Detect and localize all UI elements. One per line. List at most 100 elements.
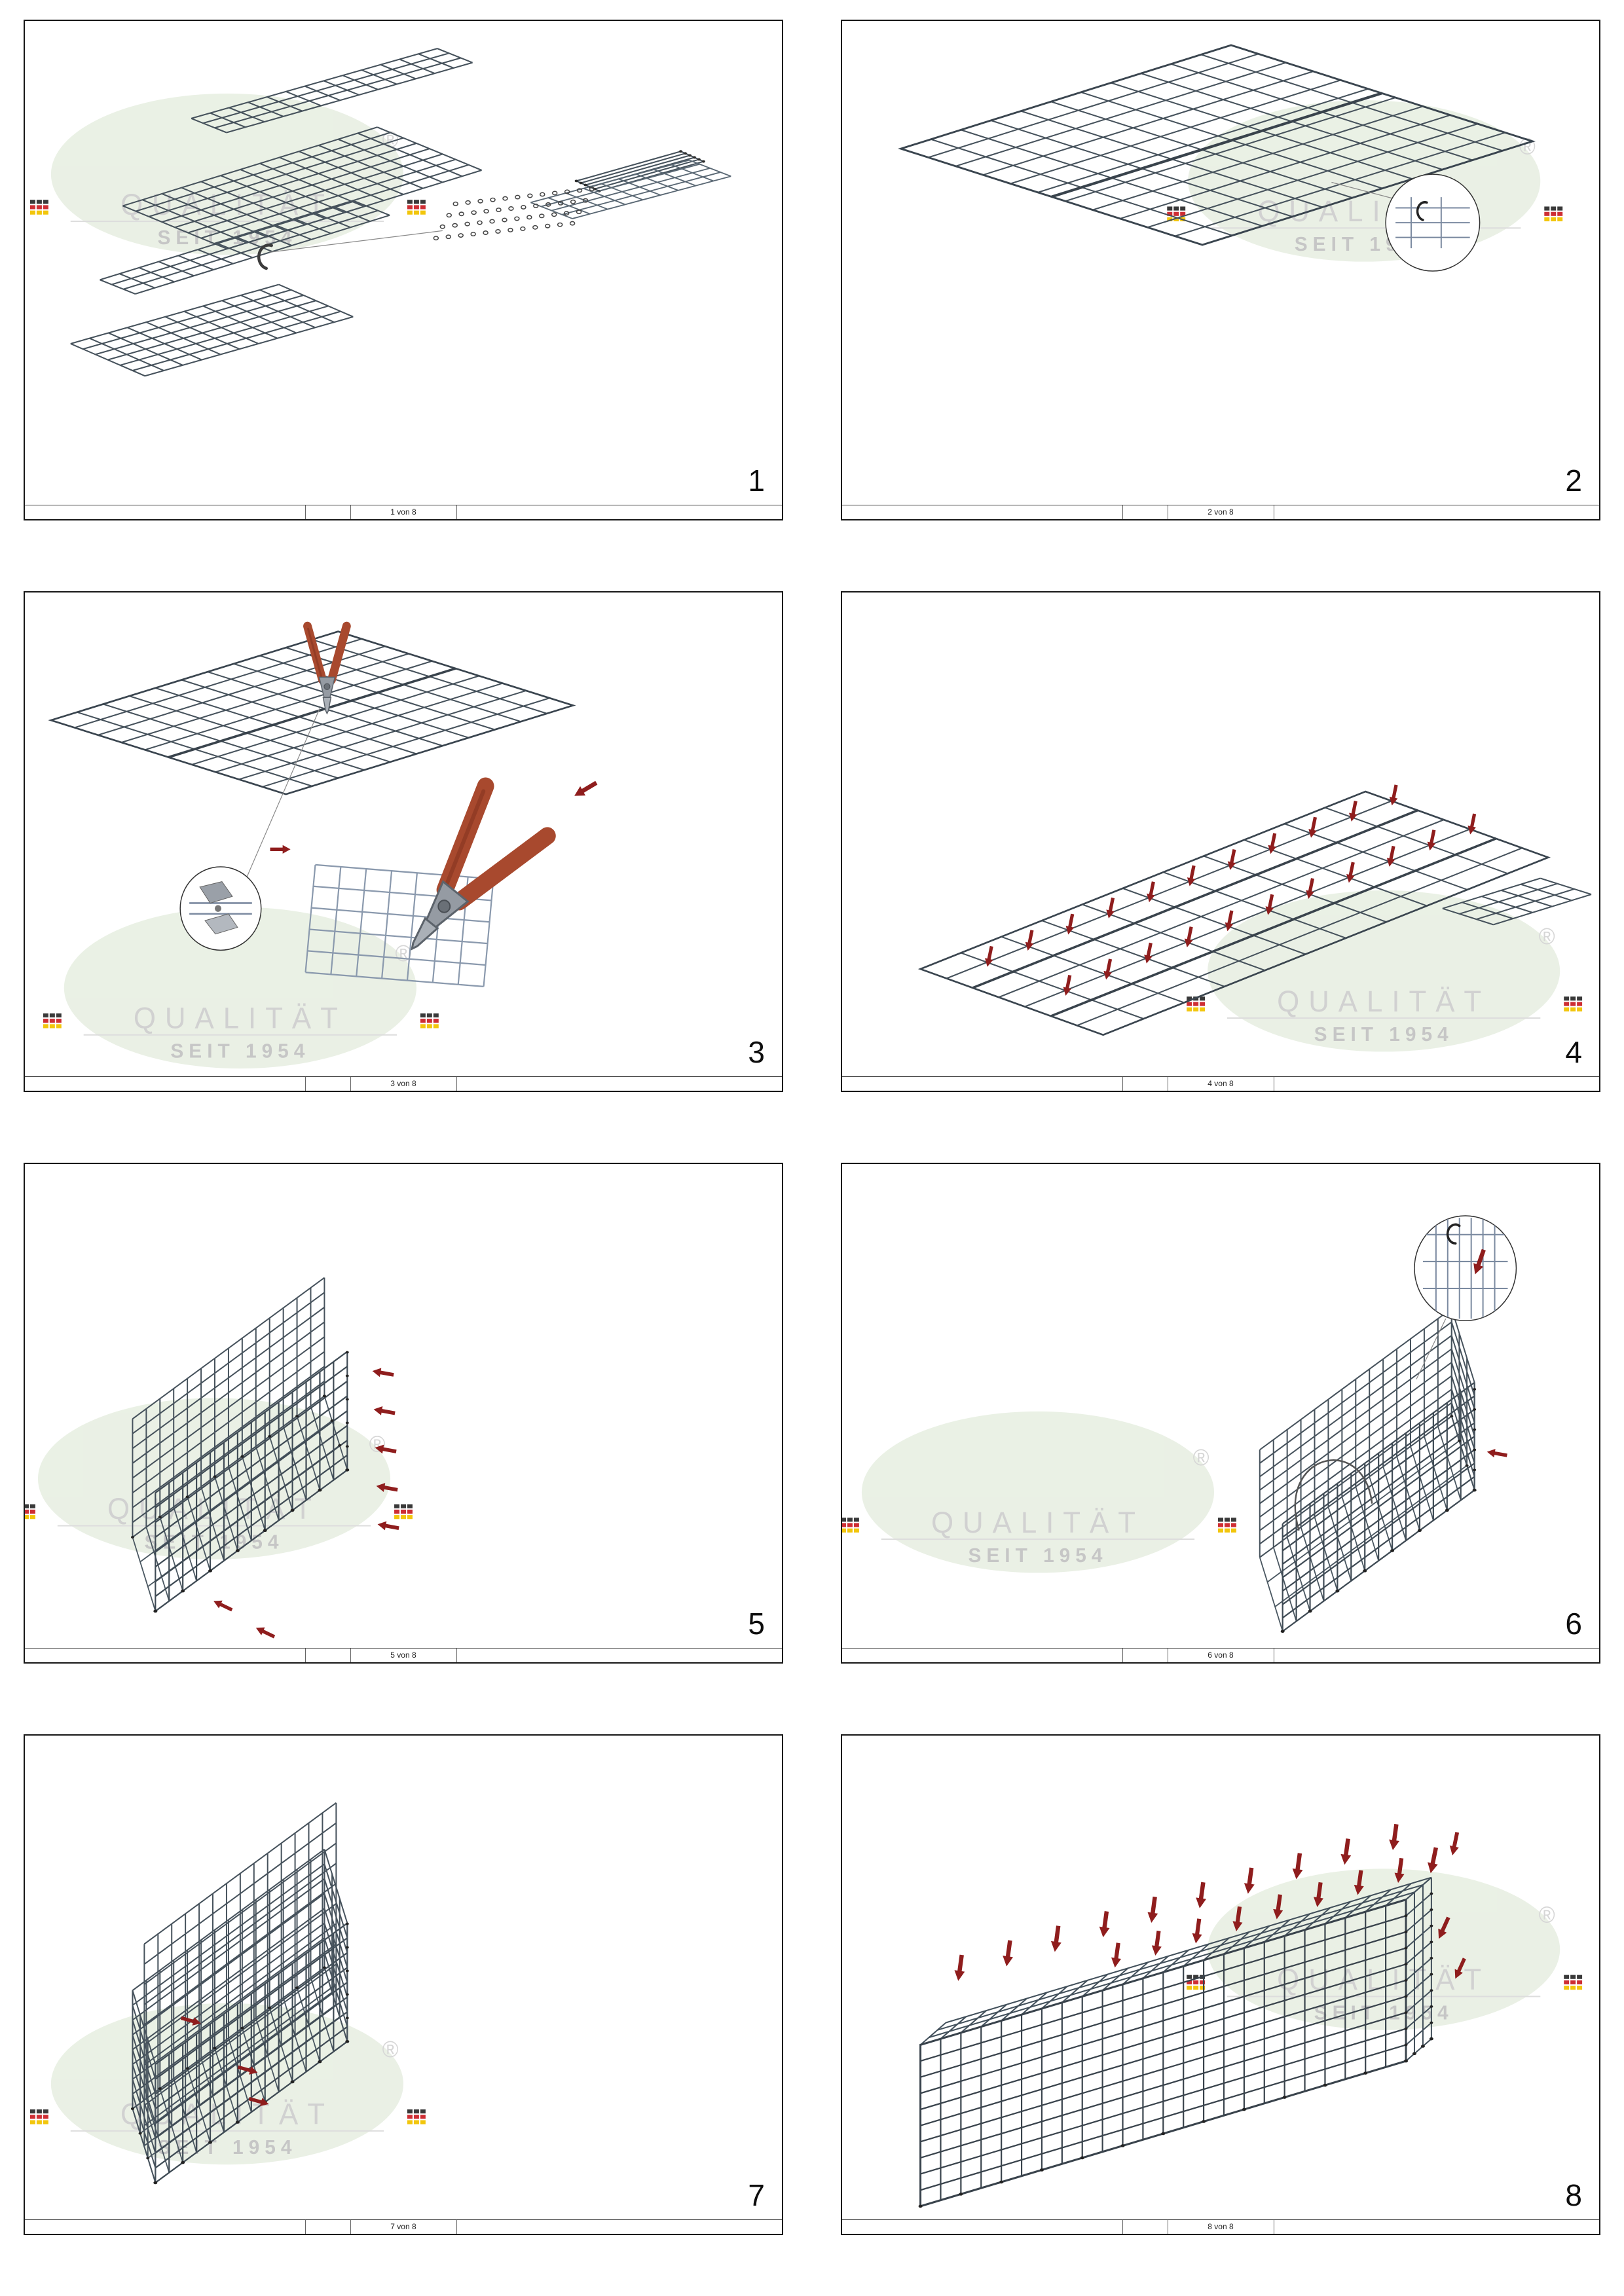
step-5-drawing bbox=[25, 1277, 413, 1662]
step-panel-2: 2 von 8 2 bbox=[841, 20, 1600, 520]
pliers-icon bbox=[308, 626, 347, 714]
leader-line bbox=[1416, 1318, 1447, 1379]
red-arrow-icon bbox=[572, 778, 599, 801]
back-wall-grid bbox=[1259, 1307, 1452, 1558]
red-arrow-icon bbox=[270, 845, 291, 854]
base-mesh-grid bbox=[132, 1395, 348, 1612]
watermark bbox=[842, 1410, 1237, 1574]
mesh-outline bbox=[48, 630, 576, 795]
seam-line bbox=[972, 809, 1418, 989]
leader-line bbox=[269, 230, 443, 253]
step-panel-8: 8 von 8 8 bbox=[841, 1734, 1600, 2235]
step-number: 4 bbox=[1565, 1035, 1582, 1069]
seam-line bbox=[1051, 92, 1382, 198]
step-8-drawing bbox=[918, 1736, 1583, 2208]
mesh-sheet-top bbox=[191, 48, 473, 134]
seam-line bbox=[168, 667, 456, 759]
c-hook-icon bbox=[1416, 201, 1428, 221]
title-block: 3 von 8 bbox=[25, 1076, 782, 1091]
step-3-drawing bbox=[42, 592, 782, 1070]
instruction-sheet: 1 von 8 1 2 von 8 2 bbox=[24, 20, 1600, 2235]
mesh-sheet-bottom bbox=[70, 283, 354, 377]
step-number: 2 bbox=[1565, 464, 1582, 498]
step-panel-7: 7 von 8 7 bbox=[24, 1734, 783, 2235]
base-mesh-grid bbox=[1259, 1415, 1475, 1632]
crimp-tool-jaw bbox=[204, 913, 238, 935]
step-1-drawing bbox=[29, 48, 731, 377]
red-arrow-icon bbox=[254, 1624, 276, 1641]
spiral-clip-row bbox=[446, 198, 589, 218]
step-6-drawing bbox=[842, 1215, 1517, 1633]
step-4-drawing bbox=[917, 592, 1592, 1053]
sheet-count-label: 7 von 8 bbox=[390, 2222, 416, 2231]
step-panel-3: 3 von 8 3 bbox=[24, 591, 783, 1092]
crimp-tool-jaw bbox=[199, 881, 233, 904]
title-block: 5 von 8 bbox=[25, 1648, 782, 1662]
end-flap-grid bbox=[1442, 877, 1592, 926]
c-hook-icon bbox=[1446, 1223, 1461, 1245]
lacing-wire-arc bbox=[1294, 1459, 1373, 1531]
left-end-wall-grid bbox=[132, 1990, 157, 2183]
watermark bbox=[1186, 889, 1583, 1053]
sheet-count-label: 5 von 8 bbox=[390, 1650, 416, 1660]
sheet-count-label: 1 von 8 bbox=[390, 507, 416, 517]
leader-line bbox=[245, 708, 320, 881]
title-block: 2 von 8 bbox=[842, 505, 1599, 519]
red-arrow-icon bbox=[1486, 1448, 1508, 1460]
title-block: 4 von 8 bbox=[842, 1076, 1599, 1091]
step-number: 1 bbox=[748, 464, 765, 498]
fastener-dots bbox=[918, 2071, 1368, 2208]
title-block: 1 von 8 bbox=[25, 505, 782, 519]
sheet-count-label: 4 von 8 bbox=[1208, 1079, 1234, 1088]
step-number: 8 bbox=[1565, 2178, 1582, 2212]
step-panel-1: 1 von 8 1 bbox=[24, 20, 783, 520]
red-arrow-icon bbox=[1426, 1846, 1441, 1874]
mesh-sheet-large bbox=[122, 126, 482, 250]
title-block: 7 von 8 bbox=[25, 2219, 782, 2234]
sheet-count-label: 2 von 8 bbox=[1208, 507, 1234, 517]
spiral-clip-row bbox=[433, 221, 576, 241]
mesh-outline bbox=[897, 44, 1536, 246]
crimp-tool-pivot bbox=[214, 905, 221, 912]
watermark bbox=[1186, 1868, 1583, 2031]
sheet-count-label: 8 von 8 bbox=[1208, 2222, 1234, 2231]
fastener-dots bbox=[1430, 1892, 1433, 2041]
mesh-sheet-strip bbox=[100, 200, 390, 295]
mesh-panel-small bbox=[530, 159, 731, 219]
step-number: 6 bbox=[1565, 1607, 1582, 1641]
red-arrow-icon bbox=[1448, 1831, 1462, 1856]
detail-circle bbox=[1414, 1215, 1517, 1322]
right-end-wall-grid bbox=[323, 1849, 348, 2042]
detail-circle bbox=[1385, 173, 1481, 272]
leader-line bbox=[1331, 181, 1404, 202]
title-block: 6 von 8 bbox=[842, 1648, 1599, 1662]
title-block: 8 von 8 bbox=[842, 2219, 1599, 2234]
watermark bbox=[29, 92, 426, 256]
c-hook-icon bbox=[257, 244, 273, 270]
step-panel-4: 4 von 8 4 bbox=[841, 591, 1600, 1092]
step-2-drawing bbox=[897, 44, 1564, 272]
seam-line bbox=[1050, 837, 1497, 1017]
step-number: 3 bbox=[748, 1035, 765, 1069]
fastener-dots bbox=[345, 1351, 349, 1472]
step-number: 5 bbox=[748, 1607, 765, 1641]
step-panel-6: 6 von 8 6 bbox=[841, 1163, 1600, 1664]
fastener-dots bbox=[345, 1922, 349, 2043]
sheet-count-label: 6 von 8 bbox=[1208, 1650, 1234, 1660]
sheet-count-label: 3 von 8 bbox=[390, 1079, 416, 1088]
step-7-drawing bbox=[29, 1802, 426, 2185]
fastener-dots bbox=[130, 1966, 326, 2110]
detail-mesh bbox=[1422, 1218, 1508, 1319]
spiral-clip-row bbox=[439, 210, 582, 229]
rod-end-dots bbox=[679, 150, 705, 163]
detail-circle bbox=[179, 866, 262, 951]
end-wall-grid bbox=[1450, 1308, 1475, 1491]
spiral-clip-row bbox=[452, 187, 595, 206]
fastener-dots bbox=[1404, 1914, 1408, 2062]
mesh-outline bbox=[917, 790, 1551, 1036]
fastener-dots bbox=[1473, 1388, 1477, 1492]
red-arrow-icon bbox=[212, 1597, 234, 1614]
mesh-detail-grid bbox=[304, 864, 494, 987]
step-number: 7 bbox=[748, 2178, 765, 2212]
back-wall-grid bbox=[132, 1277, 325, 1538]
